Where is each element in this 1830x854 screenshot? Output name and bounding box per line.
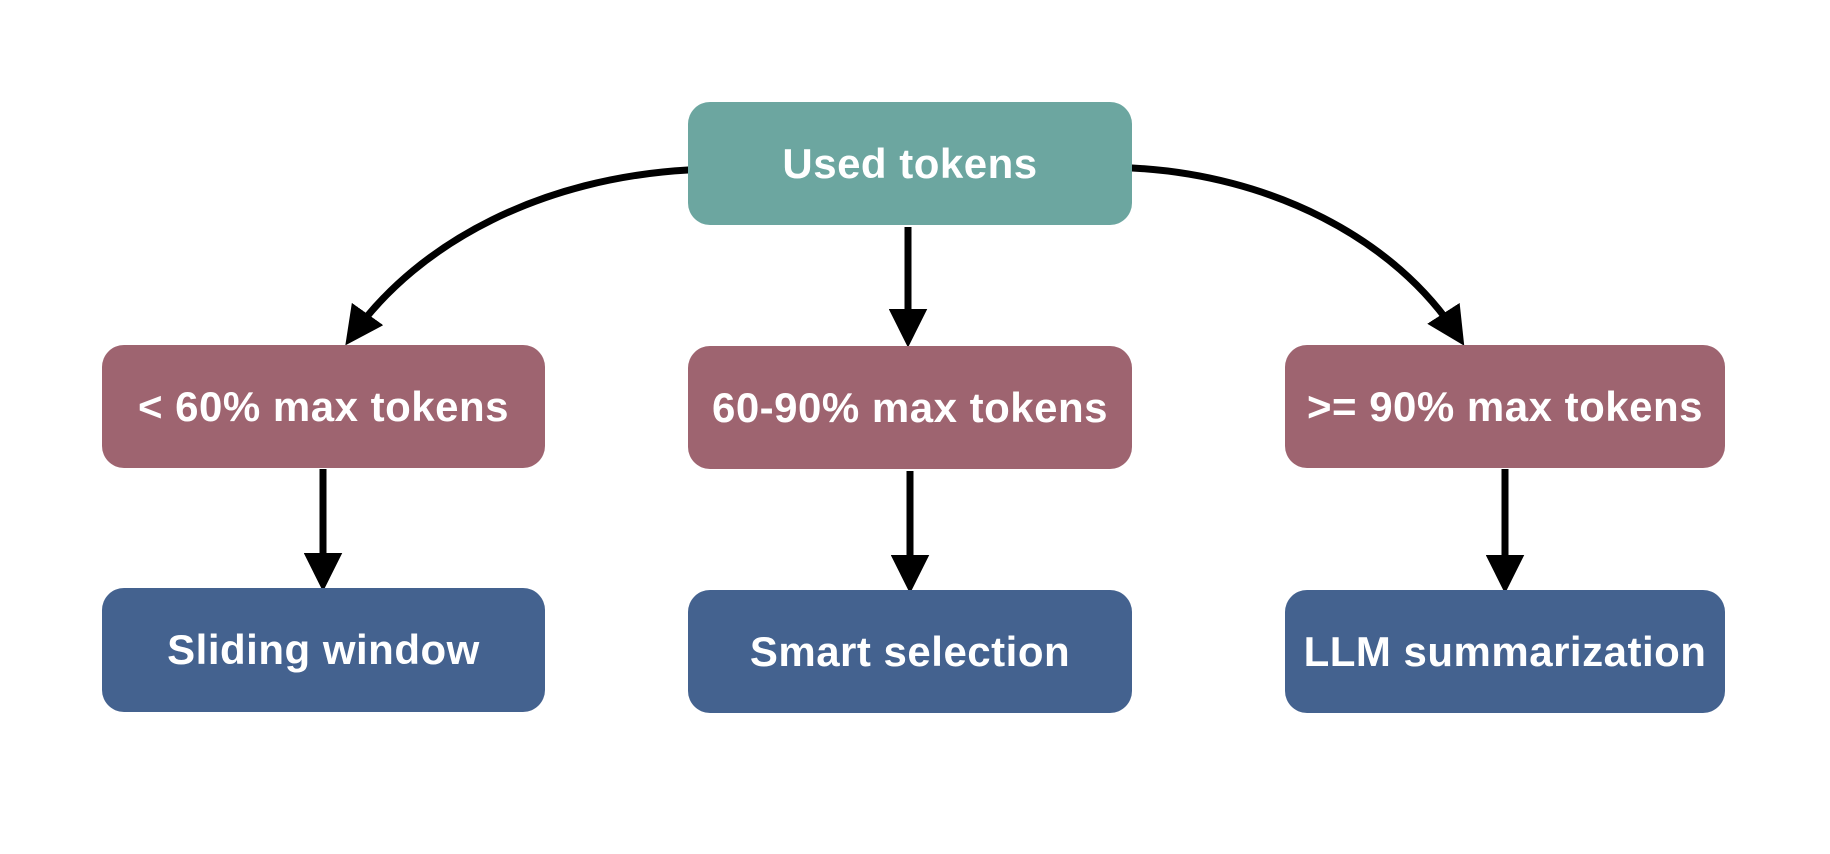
action-node-label: LLM summarization [1303, 627, 1707, 675]
condition-node-label: < 60% max tokens [137, 382, 510, 430]
root-node-label: Used tokens [782, 139, 1038, 187]
action-node-label: Smart selection [749, 627, 1071, 675]
arrow-root-to-condition-low [345, 166, 692, 346]
root-node-used-tokens: Used tokens [688, 102, 1132, 225]
arrow-root-to-condition-high [1128, 164, 1465, 346]
condition-node-low-usage: < 60% max tokens [102, 345, 545, 468]
action-node-smart-selection: Smart selection [688, 590, 1132, 713]
condition-node-high-usage: >= 90% max tokens [1285, 345, 1725, 468]
condition-node-label: 60-90% max tokens [711, 383, 1109, 431]
action-node-sliding-window: Sliding window [102, 588, 545, 712]
condition-node-mid-usage: 60-90% max tokens [688, 346, 1132, 469]
action-node-llm-summarization: LLM summarization [1285, 590, 1725, 713]
action-node-label: Sliding window [167, 626, 480, 673]
condition-node-label: >= 90% max tokens [1306, 382, 1704, 430]
